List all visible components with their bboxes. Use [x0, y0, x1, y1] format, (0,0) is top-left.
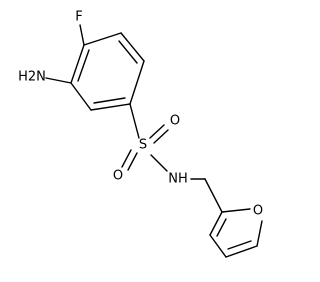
- bond-c4-s: [129, 103, 140, 139]
- nh-label: NH: [168, 172, 188, 187]
- amine-label: H2N: [18, 70, 46, 85]
- bond-c6-c1: [70, 44, 85, 84]
- bond-s-o-top-b: [153, 129, 169, 144]
- bond-s-n: [150, 154, 168, 172]
- bond-ch2-furan: [204, 178, 223, 213]
- bond-fc4-fc3: [209, 234, 227, 258]
- molecule-diagram: F H2N S O O NH O: [18, 10, 263, 258]
- fluorine-label: F: [75, 10, 82, 25]
- bond-fc3-fc2: [209, 211, 223, 236]
- bond-c3-c4: [129, 60, 145, 105]
- bond-c1-c2: [83, 32, 122, 46]
- oxygen-top-label: O: [170, 114, 180, 129]
- bond-c4-c5: [90, 103, 131, 111]
- bond-s-o-top-a: [149, 124, 165, 139]
- bond-fc3-fc2-inner: [216, 218, 227, 237]
- bond-fc5-fc4-inner: [227, 240, 252, 250]
- bond-fc5-fc4: [225, 245, 258, 258]
- bond-fo-fc5: [256, 220, 263, 247]
- bond-s-o-bottom-a: [121, 149, 132, 168]
- furan-oxygen-label: O: [253, 204, 263, 219]
- bond-c2-c3-inner: [118, 40, 138, 64]
- bond-c5-c6: [70, 82, 92, 111]
- furan-ring: [209, 208, 263, 258]
- bond-s-o-bottom-b: [127, 152, 138, 171]
- benzene-ring: [70, 32, 145, 111]
- bond-c1-f: [79, 24, 85, 46]
- bond-c4-c5-inner: [93, 97, 126, 104]
- oxygen-bottom-label: O: [113, 169, 123, 184]
- sulfur-label: S: [139, 138, 147, 153]
- structure-canvas: F H2N S O O NH O: [18, 10, 263, 258]
- bond-fc2-fo: [221, 208, 251, 213]
- bond-c6-c1-inner: [77, 49, 90, 82]
- bond-c6-n: [45, 77, 72, 84]
- bond-c2-c3: [120, 32, 145, 62]
